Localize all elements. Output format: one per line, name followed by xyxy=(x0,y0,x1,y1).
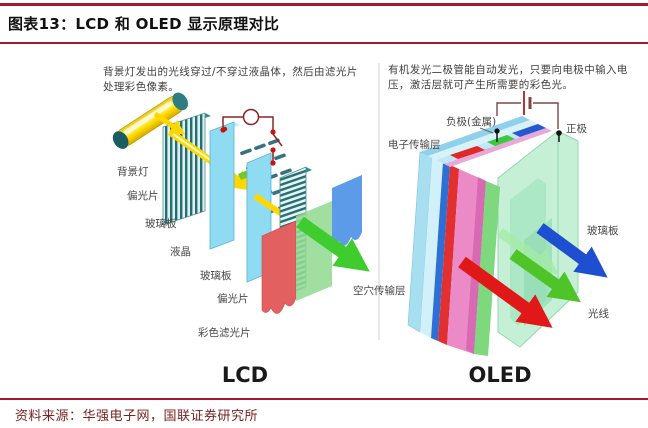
lcd-description-line2: 处理彩色像素。 xyxy=(103,80,179,93)
green-light-arrow xyxy=(296,216,370,272)
oled-diagram: 有机发光二极管能自动发光，只要向电极中输入电 压，激活层就可产生所需要的彩色光。 xyxy=(353,63,628,387)
label-cathode: 负极(金属) xyxy=(446,115,496,128)
label-color-filter: 彩色滤光片 xyxy=(198,326,251,339)
oled-layer-stack xyxy=(407,116,552,356)
lcd-caption: LCD xyxy=(222,363,268,387)
inner-light-arrow xyxy=(497,227,559,275)
label-anode: 正极 xyxy=(566,122,587,135)
source-note: 资料来源：华强电子网，国联证券研究所 xyxy=(15,408,259,423)
lcd-description-line1: 背景灯发出的光线穿过/不穿过液晶体，然后由滤光片 xyxy=(103,65,358,78)
electron-layer-edge xyxy=(431,162,450,341)
title-rule xyxy=(0,42,648,44)
anode-pin xyxy=(556,130,562,142)
polarizer-front-panel xyxy=(162,112,211,226)
label-backlight: 背景灯 xyxy=(117,165,149,178)
comparison-diagram: 背景灯发出的光线穿过/不穿过液晶体，然后由滤光片 处理彩色像素。 xyxy=(103,63,628,387)
label-glass-front: 玻璃板 xyxy=(145,217,177,230)
backlight-tube-icon xyxy=(112,92,189,149)
oled-caption: OLED xyxy=(468,363,531,387)
label-glass-rear: 玻璃板 xyxy=(200,269,232,282)
emissive-layer-edge xyxy=(438,165,459,345)
voltage-source-icon xyxy=(242,108,260,126)
glass-front-panel xyxy=(209,121,240,250)
blue-light-arrow xyxy=(536,223,608,278)
label-polarizer-front: 偏光片 xyxy=(127,189,159,202)
switch-icon xyxy=(272,133,283,147)
yellow-light-arrow xyxy=(153,111,186,135)
battery-circuit xyxy=(496,91,559,129)
label-hole-transport: 空穴传输层 xyxy=(353,284,406,297)
lcd-diagram: 背景灯发出的光线穿过/不穿过液晶体，然后由滤光片 处理彩色像素。 xyxy=(103,65,370,387)
bottom-rule xyxy=(0,398,648,400)
circuit-contact-dots xyxy=(220,126,276,166)
color-filter-blue xyxy=(332,175,362,246)
oled-description-line1: 有机发光二极管能自动发光，只要向电极中输入电 xyxy=(388,63,628,76)
label-electron-transport: 电子传输层 xyxy=(388,138,441,151)
label-liquid-crystal: 液晶 xyxy=(170,245,191,258)
red-subpixel-segment xyxy=(450,146,485,159)
figure-title: 图表13：LCD 和 OLED 显示原理对比 xyxy=(8,15,280,33)
oled-description-line2: 压，激活层就可产生所需要的彩色光。 xyxy=(388,78,573,91)
green-light-arrow-oled xyxy=(509,249,581,303)
label-polarizer-rear: 偏光片 xyxy=(217,292,249,305)
green-subpixel-segment xyxy=(487,135,515,146)
red-light-arrow xyxy=(458,256,553,328)
label-light: 光线 xyxy=(588,307,609,320)
cathode-pin xyxy=(479,127,500,142)
blue-subpixel-segment xyxy=(512,124,546,137)
color-filter-red xyxy=(261,220,297,314)
color-filter-green xyxy=(296,201,332,301)
top-rule xyxy=(0,3,648,6)
label-glass: 玻璃板 xyxy=(587,224,619,237)
